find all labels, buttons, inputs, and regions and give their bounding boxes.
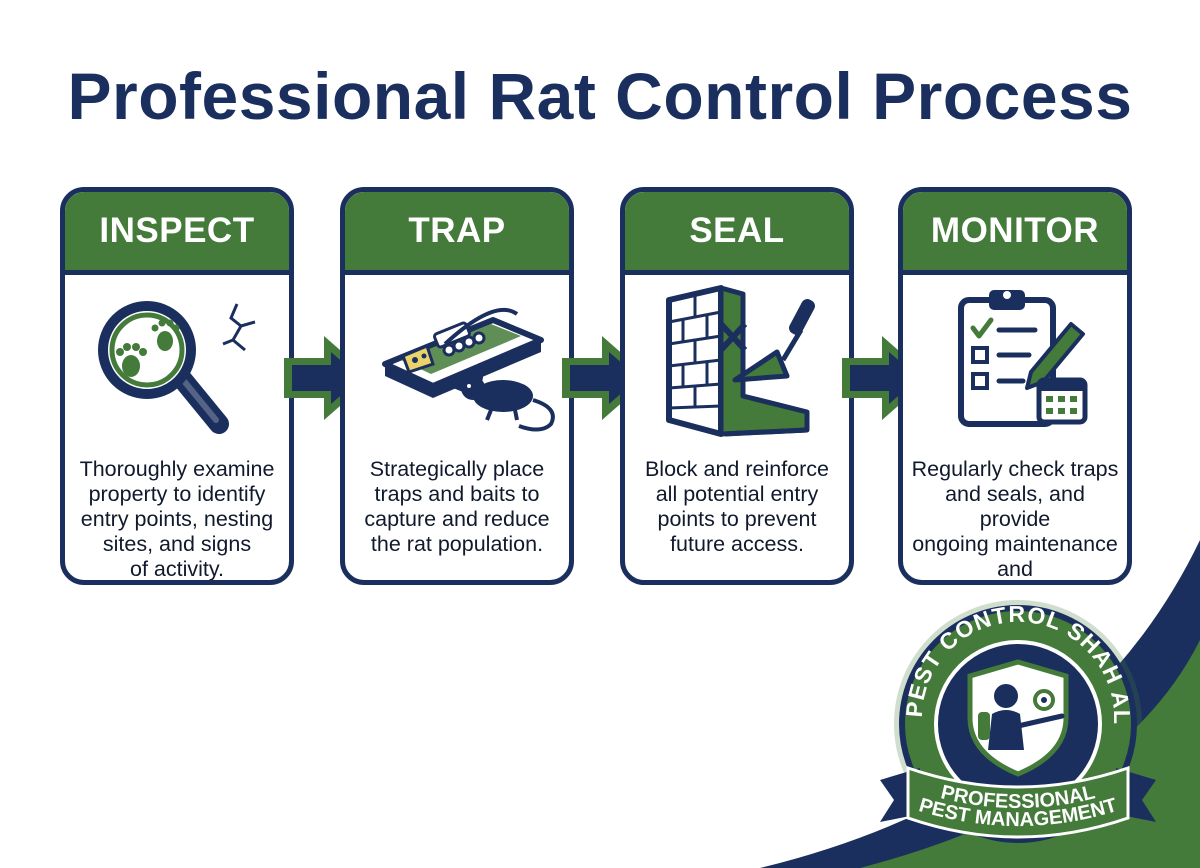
magnifier-footprints-icon: [65, 284, 289, 444]
pest-technician-icon: [978, 684, 1065, 750]
company-badge-logo: MR PEST CONTROL SHAH ALAM PROFESSIONAL P…: [858, 600, 1178, 862]
page-title: Professional Rat Control Process: [67, 59, 1133, 133]
step-title: SEAL: [625, 192, 849, 275]
clipboard-calendar-icon: [903, 284, 1127, 444]
step-card-seal: SEAL Block and reinforce all potential e…: [620, 187, 854, 585]
step-card-monitor: MONITOR Regularly check traps and seals,…: [898, 187, 1132, 585]
step-title: TRAP: [345, 192, 569, 275]
brick-wall-trowel-icon: [625, 284, 849, 444]
step-description: Block and reinforce all potential entry …: [644, 457, 830, 556]
step-description: Strategically place traps and baits to c…: [364, 457, 550, 556]
step-description: Regularly check traps and seals, and pro…: [911, 457, 1119, 581]
step-card-trap: TRAP Strategically place traps and bai: [340, 187, 574, 585]
rat-trap-icon: [345, 284, 569, 444]
step-title: MONITOR: [903, 192, 1127, 275]
step-title: INSPECT: [65, 192, 289, 275]
step-description: Thoroughly examine property to identify …: [79, 457, 275, 581]
step-card-inspect: INSPECT Thoroughly examine property to i…: [60, 187, 294, 585]
